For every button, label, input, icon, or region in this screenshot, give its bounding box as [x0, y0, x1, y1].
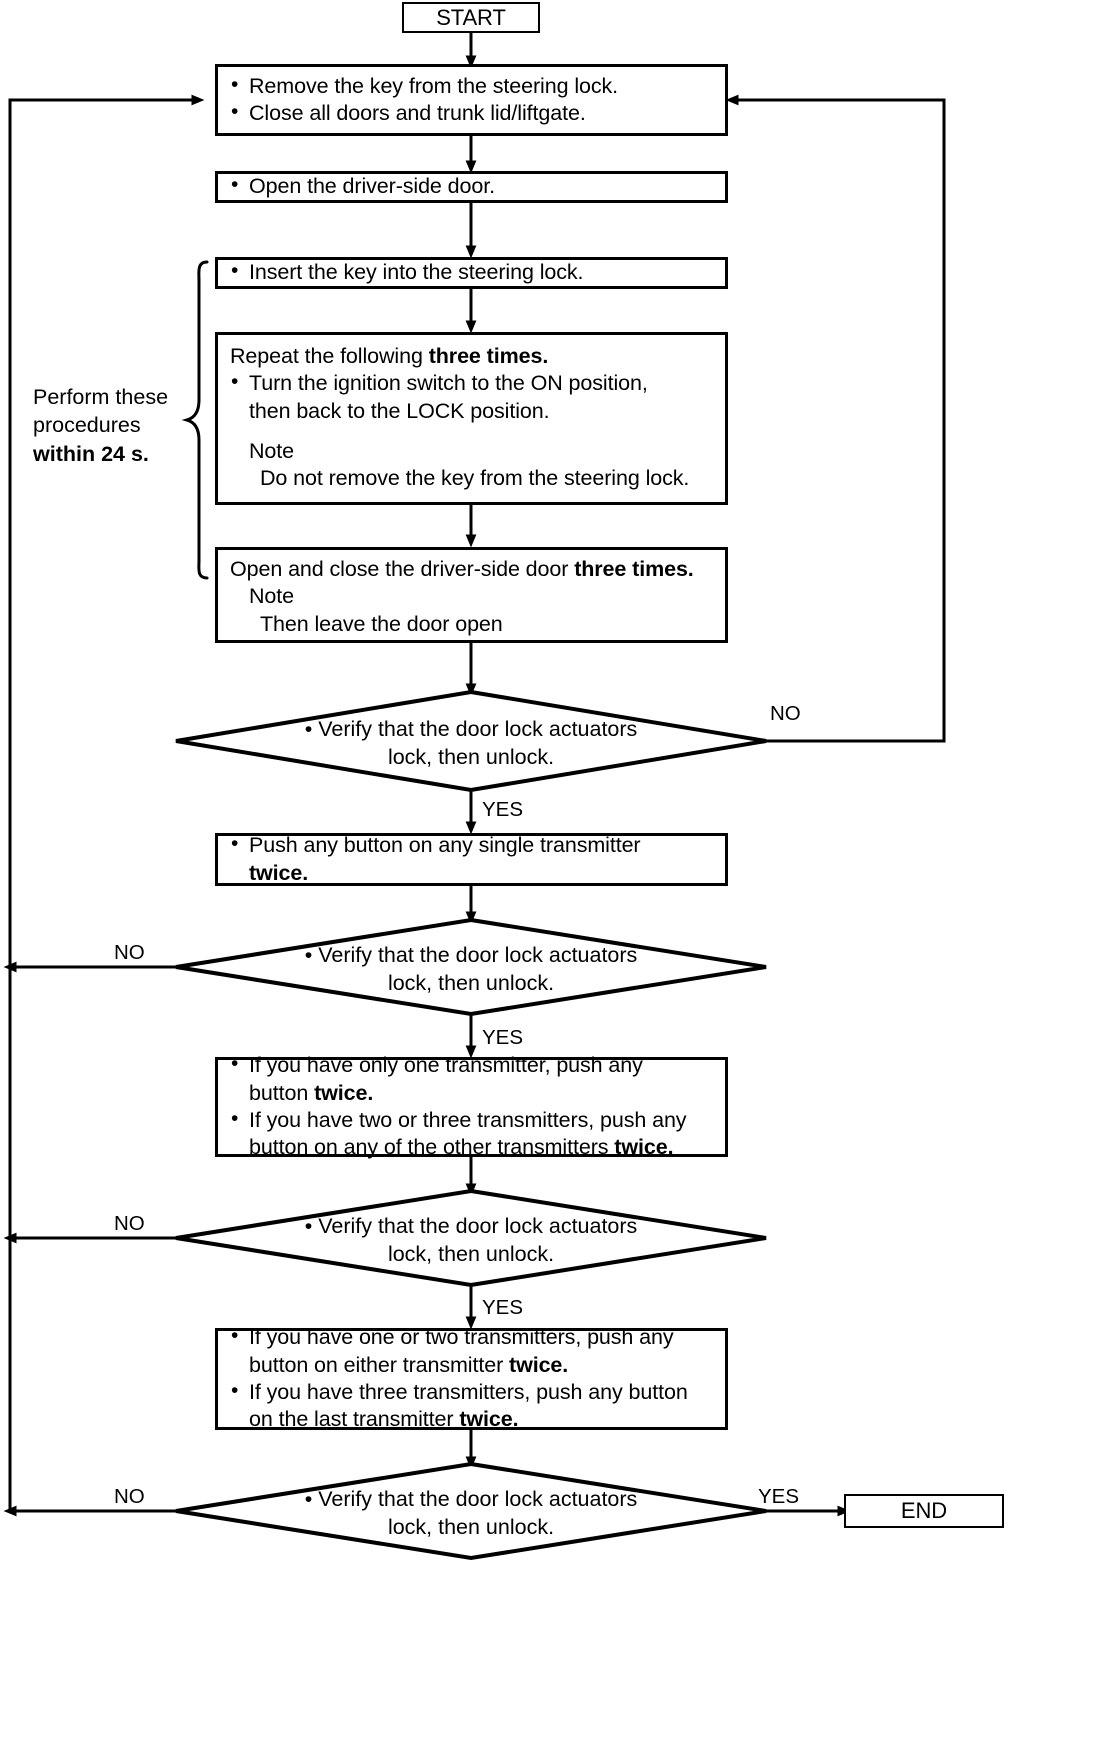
side-note-line-3: within 24 s. [33, 440, 168, 468]
decision-verify-4-line1-text: Verify that the door lock actuators [318, 1487, 638, 1511]
decision-verify-4-text: • Verify that the door lock actuators lo… [236, 1486, 706, 1542]
repeat-heading-plain: Repeat the following [230, 344, 429, 368]
insert-key-bullet-1: Insert the key into the steering lock. [230, 258, 715, 286]
transmitters-a-b1-line2-plain: button [249, 1080, 315, 1105]
start-terminator: START [402, 2, 540, 33]
decision-verify-1-text: • Verify that the door lock actuators lo… [236, 716, 706, 772]
transmitters-a-b2-line2: button on any of the other transmitters … [230, 1134, 715, 1161]
edge-label-yes-2: YES [482, 1026, 524, 1049]
process-repeat-three-times: Repeat the following three times. Turn t… [215, 332, 728, 505]
transmitters-b-b2-line2: on the last transmitter twice. [230, 1406, 715, 1433]
process-push-button-twice: Push any button on any single transmitte… [215, 831, 728, 887]
repeat-bullet-line1: Turn the ignition switch to the ON posit… [230, 369, 715, 397]
decision-verify-4-line2: lock, then unlock. [387, 1514, 555, 1539]
decision-verify-2-line2: lock, then unlock. [387, 970, 555, 995]
side-note-line-1: Perform these [33, 385, 169, 409]
transmitters-b-b1-line2: button on either transmitter twice. [230, 1352, 715, 1379]
transmitters-a-b2-line1: If you have two or three transmitters, p… [230, 1106, 715, 1134]
process-transmitters-b: If you have one or two transmitters, pus… [215, 1323, 728, 1433]
side-note-line-2: procedures [33, 413, 141, 438]
edge-label-yes-4: YES [758, 1485, 800, 1508]
remove-key-bullet-2: Close all doors and trunk lid/liftgate. [230, 99, 715, 127]
transmitters-a-b1-line1: If you have only one transmitter, push a… [230, 1051, 715, 1079]
repeat-heading-bold: three times. [428, 344, 549, 368]
transmitters-a-b1-line2: button twice. [230, 1080, 715, 1107]
edge-label-yes-1: YES [482, 798, 524, 821]
edge-label-yes-3: YES [482, 1296, 524, 1319]
decision-verify-1-line1: • Verify that the door lock actuators [304, 717, 638, 741]
side-note-line-3-bold: within 24 s. [33, 441, 149, 466]
decision-verify-4-line1: • Verify that the door lock actuators [304, 1487, 638, 1511]
open-close-heading-plain: Open and close the driver-side door [230, 557, 575, 581]
open-close-note-body: Then leave the door open [260, 611, 503, 636]
side-note-perform-within-24s: Perform these procedures within 24 s. [33, 383, 168, 468]
open-close-heading: Open and close the driver-side door thre… [230, 556, 715, 583]
remove-key-bullet-1: Remove the key from the steering lock. [230, 72, 715, 100]
push-twice-line1: Push any button on any single transmitte… [230, 831, 715, 859]
edge-label-no-4: NO [114, 1485, 145, 1508]
open-close-heading-bold: three times. [574, 557, 694, 581]
end-label: END [900, 1498, 948, 1524]
decision-verify-2-line1: • Verify that the door lock actuators [304, 943, 638, 967]
transmitters-b-b2-line2-plain: on the last transmitter [249, 1407, 460, 1432]
decision-verify-2-line1-text: Verify that the door lock actuators [318, 943, 638, 967]
decision-verify-3-text: • Verify that the door lock actuators lo… [236, 1213, 706, 1269]
end-terminator: END [844, 1494, 1004, 1528]
repeat-bullet-line2: then back to the LOCK position. [249, 398, 550, 423]
edge-label-no-2: NO [114, 941, 145, 964]
transmitters-a-b2-line2-plain: button on any of the other transmitters [249, 1135, 615, 1160]
open-close-note-title: Note [249, 584, 295, 609]
transmitters-b-b1-line2-bold: twice. [509, 1352, 569, 1377]
push-twice-bold: twice. [249, 860, 309, 885]
transmitters-b-b1-line1: If you have one or two transmitters, pus… [230, 1323, 715, 1351]
repeat-note-body: Do not remove the key from the steering … [260, 466, 690, 491]
repeat-note-title: Note [249, 438, 295, 463]
edge-label-no-3: NO [114, 1212, 145, 1235]
decision-verify-2-text: • Verify that the door lock actuators lo… [236, 942, 706, 998]
decision-verify-3-line1-text: Verify that the door lock actuators [318, 1214, 638, 1238]
transmitters-a-b1-line2-bold: twice. [314, 1080, 374, 1105]
process-open-driver-door: Open the driver-side door. [215, 171, 728, 203]
process-open-close-door: Open and close the driver-side door thre… [215, 547, 728, 643]
process-remove-key: Remove the key from the steering lock. C… [215, 64, 728, 136]
repeat-heading: Repeat the following three times. [230, 343, 715, 370]
start-label: START [436, 4, 506, 30]
process-transmitters-a: If you have only one transmitter, push a… [215, 1051, 728, 1159]
push-twice-line2: twice. [230, 860, 715, 887]
transmitters-b-b2-line2-bold: twice. [459, 1407, 519, 1432]
transmitters-b-b2-line1: If you have three transmitters, push any… [230, 1378, 715, 1406]
edge-label-no-1: NO [770, 702, 801, 725]
transmitters-a-b2-line2-bold: twice. [614, 1135, 674, 1160]
transmitters-b-b1-line2-plain: button on either transmitter [249, 1352, 510, 1377]
process-insert-key: Insert the key into the steering lock. [215, 257, 728, 289]
decision-verify-3-line2: lock, then unlock. [387, 1241, 555, 1266]
decision-verify-1-line1-text: Verify that the door lock actuators [318, 717, 638, 741]
decision-verify-3-line1: • Verify that the door lock actuators [304, 1214, 638, 1238]
open-door-bullet-1: Open the driver-side door. [230, 172, 715, 200]
decision-verify-1-line2: lock, then unlock. [387, 744, 555, 769]
